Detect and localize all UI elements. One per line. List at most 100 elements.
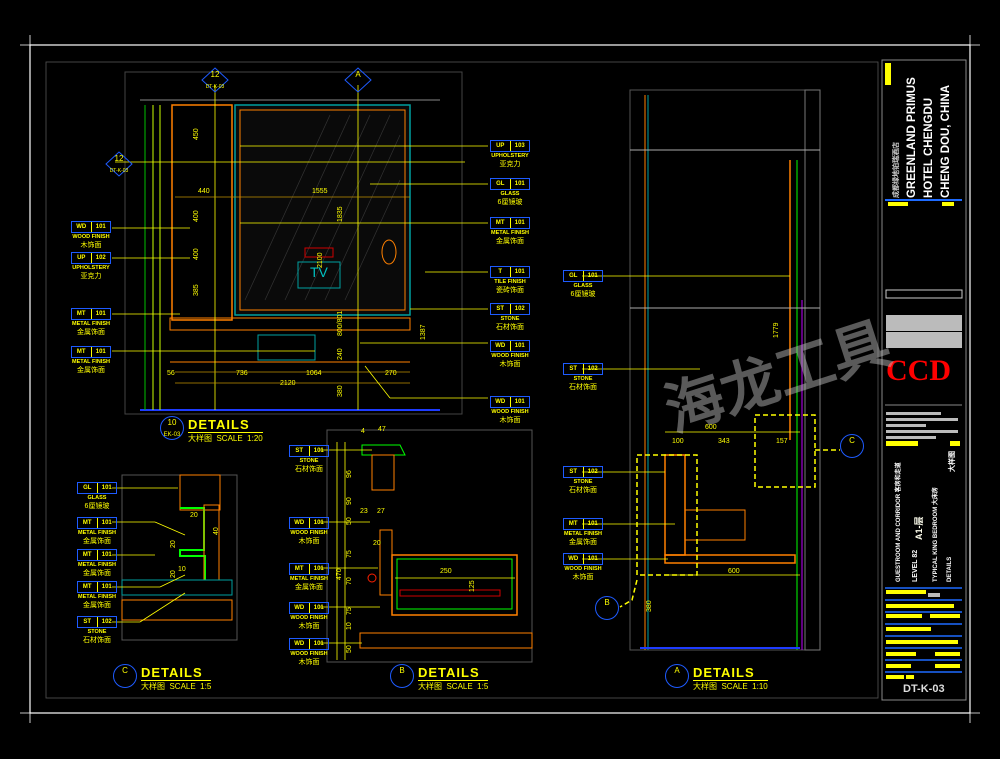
ref-id: 12 [114, 154, 124, 163]
tag-code: WD [294, 641, 305, 647]
dimension-label: 100 [672, 438, 684, 445]
tag-material-cn: 金属饰面 [569, 539, 597, 546]
section-marker-left [105, 151, 133, 177]
elevation-view [105, 67, 488, 415]
dimension-label: 800/801 [337, 310, 344, 336]
dimension-label: 1779 [773, 322, 780, 338]
callout-box-c [754, 414, 816, 488]
tag-code: GL [83, 485, 92, 491]
dimension-label: 600 [728, 568, 740, 575]
tag-material-en: WOOD FINISH [290, 615, 328, 621]
tag-number: 101 [509, 179, 530, 189]
tag-material-en: GLASS [500, 191, 520, 197]
dimension-label: 75 [346, 607, 353, 615]
dimension-label: 50 [346, 517, 353, 525]
scale-label: SCALE [446, 682, 473, 691]
tag-material-cn: 金属饰面 [77, 329, 105, 336]
tag-material-en: WOOD FINISH [491, 409, 529, 415]
tag-number: 101 [509, 267, 530, 277]
dimension-label: 20 [373, 540, 381, 547]
callout-bubble-c[interactable]: C [840, 434, 864, 458]
tag-material-cn: 金属饰面 [83, 538, 111, 545]
detail-id-bubble: A [665, 664, 689, 688]
dimension-label: 4 [361, 428, 365, 435]
detail-title: DETAILS [188, 417, 263, 433]
detail-sheet: EK-03 [163, 432, 181, 438]
callout-id: B [604, 598, 610, 607]
tag-code: ST [496, 306, 505, 312]
tag-number: 101 [308, 603, 329, 613]
detail-c-view [112, 474, 238, 641]
project-line-3: CHENG DOU, CHINA [940, 84, 952, 198]
detail-a-view [582, 89, 840, 651]
dimension-label: 90 [346, 497, 353, 505]
sheet-frame [29, 44, 971, 714]
callout-box-b [636, 454, 698, 576]
tag-number: 101 [308, 446, 329, 456]
tag-code: ST [569, 469, 578, 475]
tag-code: WD [495, 343, 506, 349]
dimension-label: 40 [213, 527, 220, 535]
detail-id: 10 [167, 418, 177, 427]
detail-title-cn: 大样图 [188, 434, 212, 443]
tag-number: 101 [509, 218, 530, 228]
tag-number: 101 [509, 397, 530, 407]
callout-bubble-b[interactable]: B [595, 596, 619, 620]
tag-material-cn: 木饰面 [298, 659, 320, 666]
tag-code: MT [495, 220, 505, 226]
tag-code: WD [294, 605, 305, 611]
dimension-label: 736 [236, 370, 248, 377]
drawing-title-cn: 大样图 [949, 451, 956, 472]
detail-title: DETAILS [693, 665, 768, 681]
ref-id: 12 [210, 70, 220, 79]
dimension-label: 10 [178, 566, 186, 573]
tag-number: 102 [96, 617, 117, 627]
scale-label: SCALE [169, 682, 196, 691]
dimension-label: 20 [190, 512, 198, 519]
dimension-label: 600 [705, 424, 717, 431]
project-name-cn: 成都绿地铂瑞酒店 [893, 142, 900, 198]
scale-label: SCALE [216, 434, 243, 443]
dimension-label: 2100 [317, 252, 324, 268]
tag-code: MT [82, 520, 92, 526]
scale-value: 1:5 [477, 682, 489, 691]
detail-id-bubble: B [390, 664, 414, 688]
section-ref-top-right[interactable]: A [347, 69, 369, 91]
ccd-logo: CCD [886, 354, 951, 387]
tag-box: ST 102 [77, 616, 117, 628]
tag-material-cn: 石材饰面 [569, 487, 597, 494]
dimension-label: 27 [377, 508, 385, 515]
tag-code: ST [83, 619, 92, 625]
tag-material-en: WOOD FINISH [72, 234, 110, 240]
dimension-label: 380 [646, 600, 653, 612]
tag-material-cn: 木饰面 [499, 417, 521, 424]
tag-number: 102 [582, 467, 603, 477]
tag-material-en: WOOD FINISH [491, 353, 529, 359]
tag-material-en: METAL FINISH [78, 594, 116, 600]
section-marker-12 [201, 67, 229, 93]
project-line-1: GREENLAND PRIMUS [906, 77, 918, 198]
detail-b-view [320, 429, 533, 663]
tag-number: 101 [308, 564, 329, 574]
dimension-label: 380 [337, 385, 344, 397]
